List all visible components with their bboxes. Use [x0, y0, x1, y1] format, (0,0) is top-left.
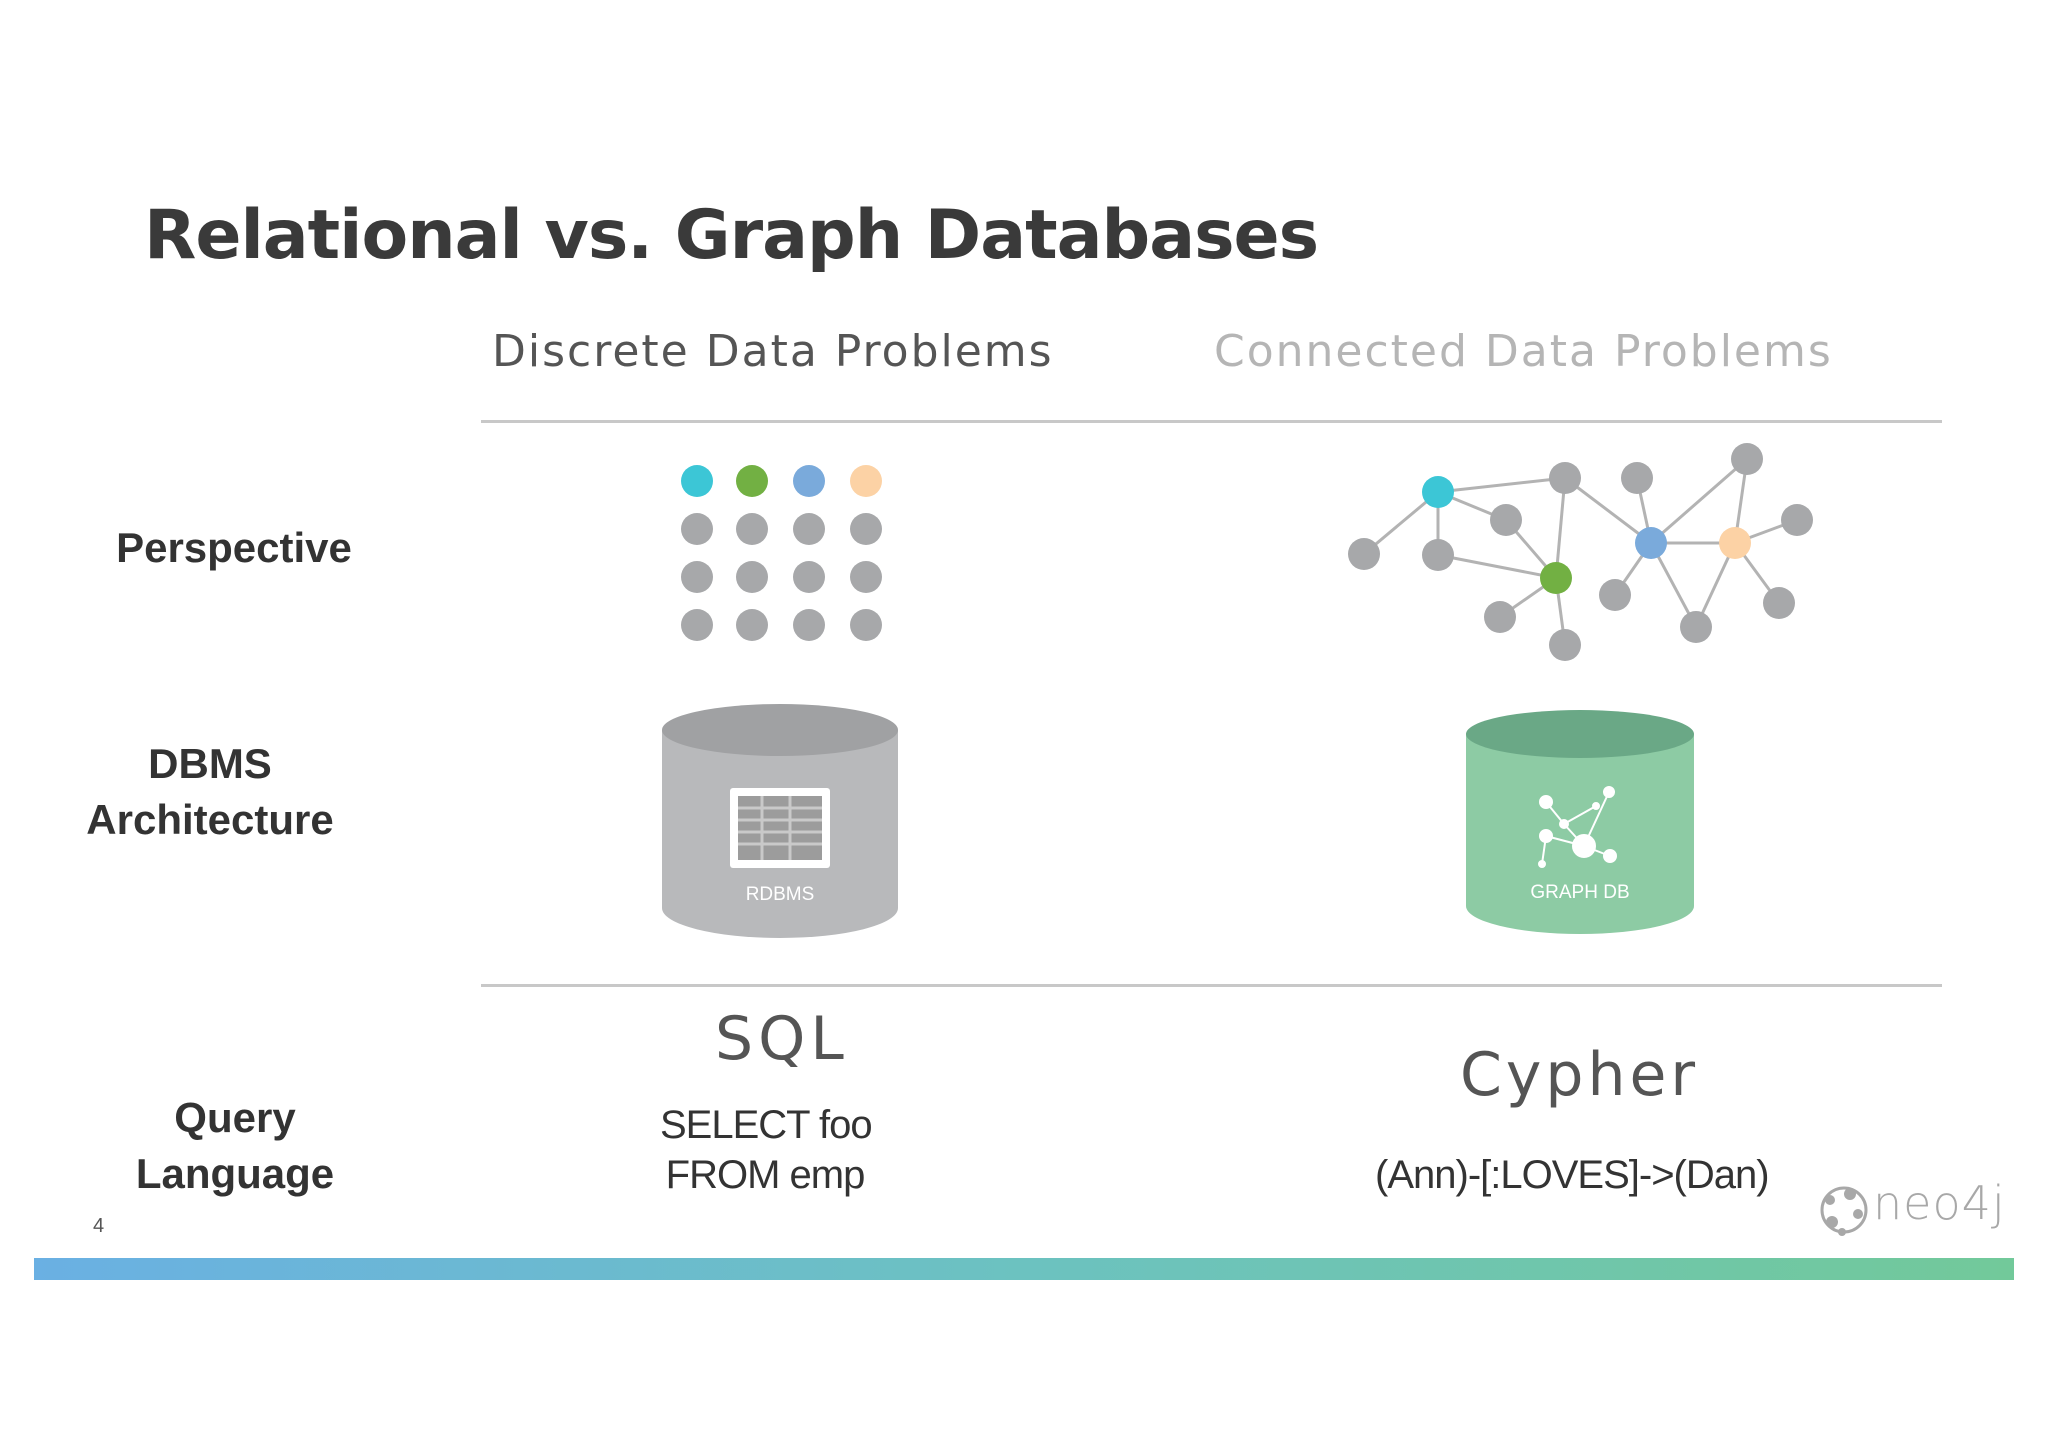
- node-green: [1540, 562, 1572, 594]
- node-blue: [1635, 527, 1667, 559]
- page-number: 4: [93, 1215, 105, 1237]
- dot-gray: [736, 609, 768, 641]
- right-column-header: Connected Data Problems: [1214, 326, 1833, 377]
- sql-code-line2: FROM emp: [665, 1153, 866, 1197]
- row-label-dbms-line2: Architecture: [86, 796, 334, 843]
- node-gray: [1731, 443, 1763, 475]
- row-label-dbms-line1: DBMS: [148, 740, 272, 787]
- node-gray: [1484, 601, 1516, 633]
- graph-edge: [1650, 457, 1748, 545]
- graph-edge: [1363, 490, 1439, 556]
- graph-edge: [1437, 476, 1566, 494]
- node-gray: [1549, 462, 1581, 494]
- dot-blue: [793, 465, 825, 497]
- sql-code-line1: SELECT foo: [660, 1103, 873, 1147]
- node-gray: [1781, 504, 1813, 536]
- node-gray: [1763, 587, 1795, 619]
- sql-heading: SQL: [715, 1004, 849, 1074]
- neo4j-logo: neo4j: [1873, 1176, 2006, 1230]
- dot-gray: [793, 561, 825, 593]
- cypher-code: (Ann)-[:LOVES]->(Dan): [1375, 1153, 1770, 1197]
- dot-gray: [850, 561, 882, 593]
- dot-gray: [736, 513, 768, 545]
- dot-gray: [681, 561, 713, 593]
- graphdb-cylinder: [1466, 710, 1694, 934]
- rdbms-cylinder: [662, 704, 898, 938]
- dot-cyan: [681, 465, 713, 497]
- node-gray: [1549, 629, 1581, 661]
- dot-gray: [793, 609, 825, 641]
- node-gray: [1621, 462, 1653, 494]
- dot-peach: [850, 465, 882, 497]
- left-column-header: Discrete Data Problems: [492, 326, 1054, 377]
- graph-icon: [1538, 786, 1617, 868]
- dot-gray: [736, 561, 768, 593]
- bottom-gradient-bar: [34, 1258, 2014, 1280]
- node-gray: [1680, 611, 1712, 643]
- dot-green: [736, 465, 768, 497]
- neo4j-logo-mark: [1820, 1186, 1868, 1236]
- slide-title: Relational vs. Graph Databases: [144, 196, 1319, 275]
- top-divider: [481, 420, 1942, 423]
- dot-gray: [681, 513, 713, 545]
- graphdb-label: GRAPH DB: [1530, 882, 1630, 903]
- graph-edge: [1564, 476, 1652, 545]
- row-label-query-language: Query Language: [90, 1090, 380, 1202]
- cypher-heading: Cypher: [1460, 1040, 1700, 1110]
- node-cyan: [1422, 476, 1454, 508]
- rdbms-label: RDBMS: [745, 884, 815, 905]
- node-gray: [1422, 539, 1454, 571]
- sql-code: SELECT foo FROM emp: [660, 1100, 873, 1200]
- row-label-perspective: Perspective: [116, 524, 352, 571]
- node-peach: [1719, 527, 1751, 559]
- node-gray: [1348, 538, 1380, 570]
- row-label-query-line1: Query: [174, 1094, 296, 1141]
- dot-gray: [850, 513, 882, 545]
- row-label-dbms-architecture: DBMS Architecture: [60, 736, 360, 848]
- node-gray: [1599, 579, 1631, 611]
- row-label-query-line2: Language: [135, 1150, 335, 1197]
- connected-graph: [1348, 443, 1813, 661]
- graph-edge: [1437, 553, 1557, 580]
- dot-gray: [850, 609, 882, 641]
- dot-gray: [793, 513, 825, 545]
- table-icon: [730, 788, 830, 868]
- node-gray: [1490, 504, 1522, 536]
- discrete-dot-grid: [681, 465, 882, 641]
- dot-gray: [681, 609, 713, 641]
- middle-divider: [481, 984, 1942, 987]
- graph-edge: [1554, 477, 1567, 579]
